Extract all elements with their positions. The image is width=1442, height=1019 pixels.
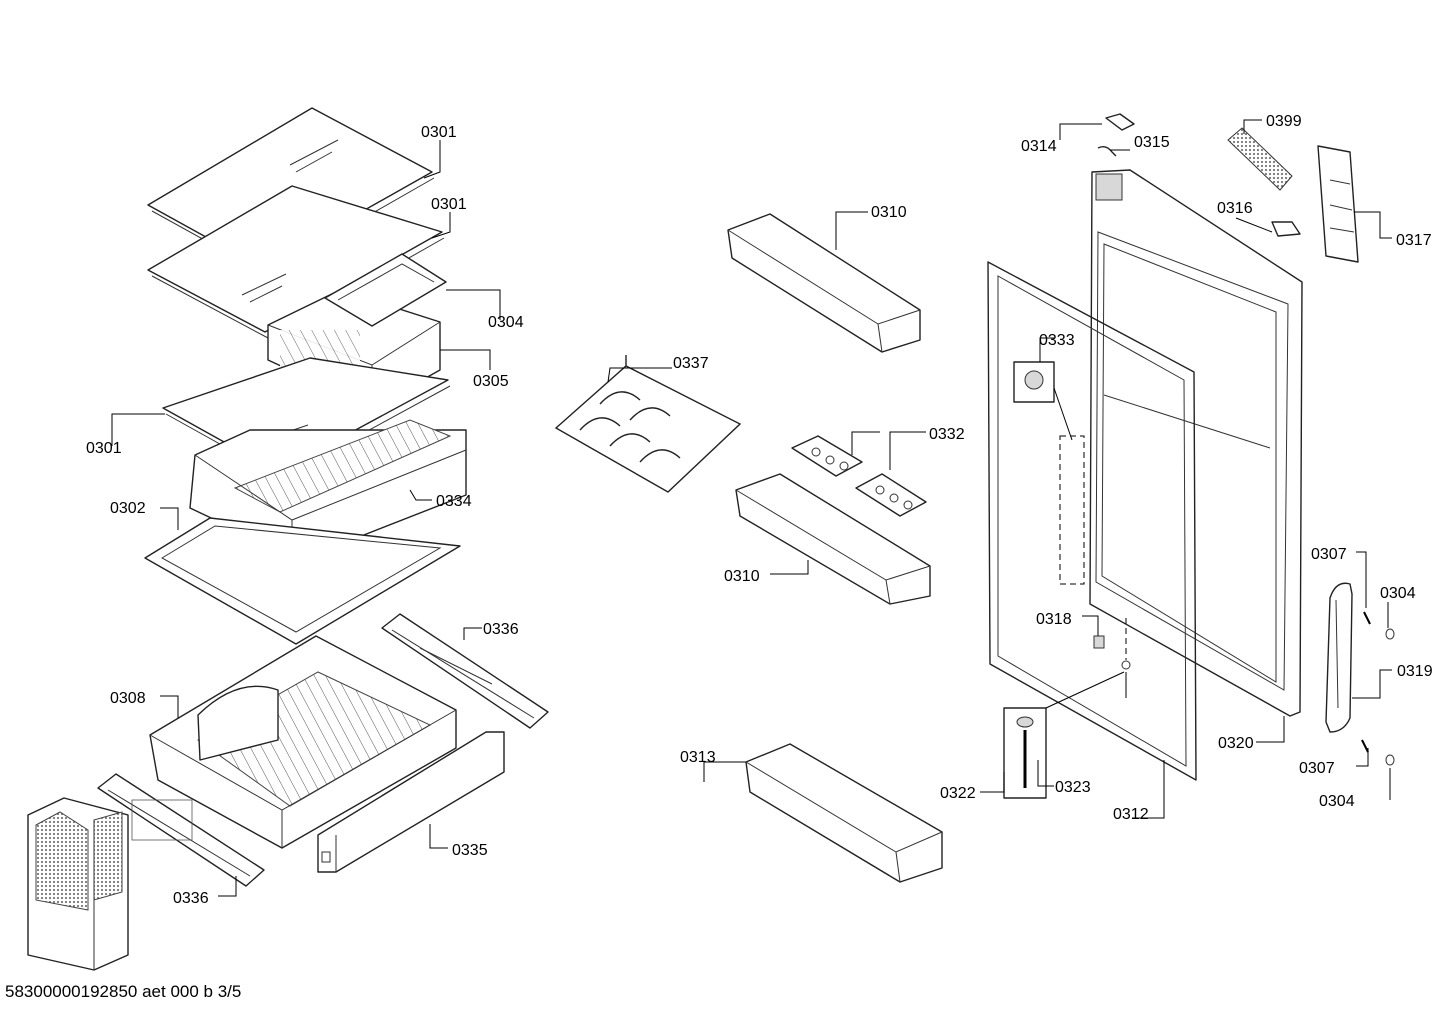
door-bin-lower	[745, 743, 943, 883]
rail-upper	[381, 613, 549, 729]
label-door-bin-lower: 0313	[680, 749, 716, 766]
door-bin-upper	[727, 213, 921, 353]
bottle-rack	[554, 355, 742, 493]
label-cover-cap-lower: 0304	[1319, 793, 1355, 810]
label-shelf-third: 0301	[86, 440, 122, 457]
handle-screw-upper	[1363, 611, 1371, 625]
bushing	[1093, 618, 1131, 698]
label-door-gasket: 0312	[1113, 806, 1149, 823]
label-hinge-bracket: 0317	[1396, 232, 1432, 249]
egg-tray-two	[855, 473, 927, 517]
label-door-handle: 0319	[1397, 663, 1433, 680]
label-bottle-rack: 0337	[673, 355, 709, 372]
label-shelf-second: 0301	[431, 196, 467, 213]
screw-assembly	[1003, 671, 1125, 799]
hinge-cap	[1105, 113, 1135, 131]
door-handle	[1325, 582, 1353, 733]
label-frame-tray: 0302	[110, 500, 146, 517]
label-holder-right: 0304	[488, 314, 524, 331]
label-screw-assembly: 0322	[940, 785, 976, 802]
handle-cap	[1271, 221, 1301, 237]
filter-cassette	[27, 797, 129, 971]
rail-lower	[97, 773, 265, 887]
label-shelf-top: 0301	[421, 124, 457, 141]
door-gasket	[987, 261, 1197, 781]
label-door-panel: 0320	[1218, 735, 1254, 752]
label-handle-cap: 0316	[1217, 200, 1253, 217]
hinge-bracket	[1317, 145, 1359, 263]
label-vegetable-box: 0334	[436, 493, 472, 510]
holder-bracket	[324, 253, 447, 327]
leader-lines	[111, 119, 1392, 897]
label-egg-trays: 0332	[929, 426, 965, 443]
label-cover-cap-upper: 0304	[1380, 585, 1416, 602]
label-bearing-detail: 0333	[1039, 332, 1075, 349]
label-filter-pad: 0399	[1266, 113, 1302, 130]
cover-cap-lower	[1385, 754, 1395, 766]
freezer-drawer	[149, 635, 457, 849]
egg-tray-one	[791, 435, 863, 477]
label-rail-lower: 0336	[173, 890, 209, 907]
drawer-front	[317, 731, 505, 873]
label-drawer-front: 0335	[452, 842, 488, 859]
handle-screw-lower	[1361, 739, 1369, 753]
label-handle-screw-lower: 0307	[1299, 760, 1335, 777]
label-door-bin-middle: 0310	[724, 568, 760, 585]
footer-reference: 58300000192850 aet 000 b 3/5	[5, 982, 241, 1001]
door-panel	[1089, 169, 1303, 717]
label-hinge-pin: 0315	[1134, 134, 1170, 151]
label-hinge-cap: 0314	[1021, 138, 1057, 155]
label-freezer-drawer: 0308	[110, 690, 146, 707]
label-bushing: 0318	[1036, 611, 1072, 628]
label-handle-screw-upper: 0307	[1311, 546, 1347, 563]
label-rail-upper: 0336	[483, 621, 519, 638]
bearing-detail	[1013, 361, 1085, 585]
part-labels: 0301 0301 0304 0305 0301 0302 0334 0337 …	[86, 113, 1433, 907]
cover-cap-upper	[1385, 628, 1395, 640]
label-holder-box: 0305	[473, 373, 509, 390]
label-screw: 0323	[1055, 779, 1091, 796]
hinge-pin	[1097, 145, 1117, 157]
frame-tray	[144, 517, 461, 645]
door-bin-middle	[735, 473, 931, 605]
filter-pad	[1227, 127, 1293, 191]
label-door-bin-upper: 0310	[871, 204, 907, 221]
